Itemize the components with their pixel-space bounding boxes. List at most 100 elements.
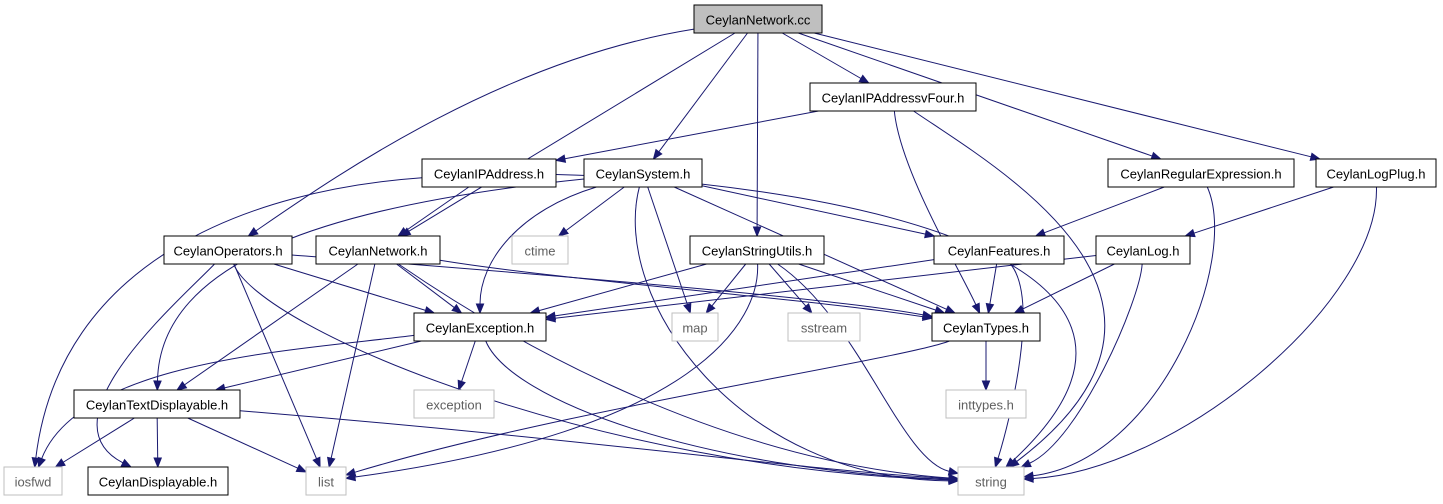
edge-network_cc-to-ipv4 [781, 32, 870, 84]
node-inttypes: inttypes.h [945, 389, 1027, 419]
edge-line [777, 263, 950, 472]
edge-exception_h-to-exception [457, 340, 476, 392]
edge-line [538, 263, 707, 312]
edge-line [184, 263, 359, 386]
node-box [787, 312, 861, 342]
node-map: map [671, 312, 719, 342]
node-ctime: ctime [511, 235, 569, 265]
arrowhead [971, 302, 981, 315]
arrowhead [457, 379, 466, 392]
edge-stringutils-to-types [798, 263, 946, 315]
edge-network_cc-to-network_h [399, 32, 736, 237]
edge-ipaddress-to-network_h [397, 186, 470, 237]
edge-line [485, 340, 950, 480]
edge-line [405, 186, 470, 232]
node-string: string [957, 466, 1025, 496]
edge-textdisplayable-to-iosfwd [54, 417, 135, 468]
node-stringutils[interactable]: CeylanStringUtils.h [689, 235, 825, 265]
edge-line [989, 263, 998, 305]
edge-exception_h-to-iosfwd [37, 334, 415, 469]
edge-line [1029, 263, 1143, 464]
edge-line [156, 417, 159, 459]
edge-ipaddress-to-iosfwd [31, 177, 423, 469]
edge-exception_h-to-textdisplayable [214, 340, 422, 393]
edge-network_h-to-list [327, 263, 376, 469]
node-network-cc[interactable]: CeylanNetwork.cc [693, 4, 823, 34]
edge-ipv4-to-types [893, 110, 981, 315]
edge-system-to-exception_h [475, 186, 597, 315]
arrowhead [31, 457, 41, 469]
arrowhead [1034, 228, 1047, 237]
arrowhead [1022, 474, 1034, 483]
node-box [87, 466, 229, 496]
edge-line [273, 263, 426, 311]
edge-line [565, 186, 625, 232]
node-label: CeylanFeatures.h [948, 244, 1051, 259]
node-system[interactable]: CeylanSystem.h [583, 158, 703, 188]
node-features[interactable]: CeylanFeatures.h [933, 235, 1065, 265]
node-ipaddress[interactable]: CeylanIPAddress.h [421, 158, 557, 188]
node-displayable[interactable]: CeylanDisplayable.h [87, 466, 229, 496]
node-ipv4[interactable]: CeylanIPAddressvFour.h [809, 82, 977, 112]
edge-types-to-inttypes [981, 341, 991, 392]
edge-features-to-types [985, 263, 998, 315]
edge-line [224, 340, 422, 389]
node-box [315, 235, 441, 265]
edge-line [564, 110, 819, 160]
arrowhead [705, 302, 716, 315]
node-iosfwd: iosfwd [3, 466, 63, 496]
edge-line [1043, 186, 1165, 234]
arrowhead [948, 474, 960, 483]
edge-log-to-exception_h [544, 254, 1097, 323]
node-log[interactable]: CeylanLog.h [1095, 235, 1191, 265]
edge-stringutils-to-sstream [768, 263, 813, 315]
node-textdisplayable[interactable]: CeylanTextDisplayable.h [73, 389, 241, 419]
nodes-layer: CeylanNetwork.ccCeylanIPAddressvFour.hCe… [3, 4, 1437, 496]
edge-line [913, 110, 1106, 462]
edge-network_h-to-string [398, 263, 960, 483]
node-box [511, 235, 569, 265]
node-list: list [305, 466, 347, 496]
node-label: map [682, 321, 707, 336]
node-label: ctime [524, 244, 555, 259]
edge-line [756, 32, 759, 228]
edge-line [554, 259, 935, 317]
edge-features-to-string [994, 263, 1024, 469]
edge-line [233, 263, 318, 459]
arrowhead [858, 74, 870, 84]
edge-system-to-textdisplayable [153, 178, 585, 392]
arrowhead [802, 302, 813, 315]
edge-operators-to-types [291, 254, 934, 320]
node-logplug[interactable]: CeylanLogPlug.h [1315, 158, 1437, 188]
node-operators[interactable]: CeylanOperators.h [163, 235, 293, 265]
edge-network_h-to-types [439, 259, 934, 321]
edge-logplug-to-string [1022, 186, 1377, 483]
edge-line [461, 340, 476, 382]
edge-log-to-string [1020, 263, 1143, 468]
arrowhead [1150, 151, 1162, 160]
arrowhead [921, 312, 934, 321]
node-regexp[interactable]: CeylanRegularExpression.h [1107, 158, 1295, 188]
edge-line [41, 334, 415, 459]
edge-line [768, 263, 807, 307]
edge-system-to-ctime [557, 186, 625, 237]
node-box [305, 466, 347, 496]
arrowhead [295, 464, 308, 473]
node-label: CeylanIPAddress.h [434, 167, 544, 182]
edge-line [1032, 186, 1377, 480]
edge-network_cc-to-stringutils [752, 32, 762, 238]
node-network-h[interactable]: CeylanNetwork.h [315, 235, 441, 265]
node-box [1315, 158, 1437, 188]
arrowhead [994, 456, 1003, 469]
node-box [957, 466, 1025, 496]
node-label: CeylanTextDisplayable.h [86, 398, 228, 413]
node-box [163, 235, 293, 265]
node-box [693, 4, 823, 34]
node-exception-h[interactable]: CeylanException.h [413, 312, 547, 342]
edge-network_h-to-exception_h [396, 263, 463, 314]
node-label: string [975, 475, 1007, 490]
node-types[interactable]: CeylanTypes.h [931, 312, 1041, 342]
node-label: CeylanLogPlug.h [1326, 167, 1425, 182]
node-box [73, 389, 241, 419]
edge-network_cc-to-system [652, 32, 748, 161]
